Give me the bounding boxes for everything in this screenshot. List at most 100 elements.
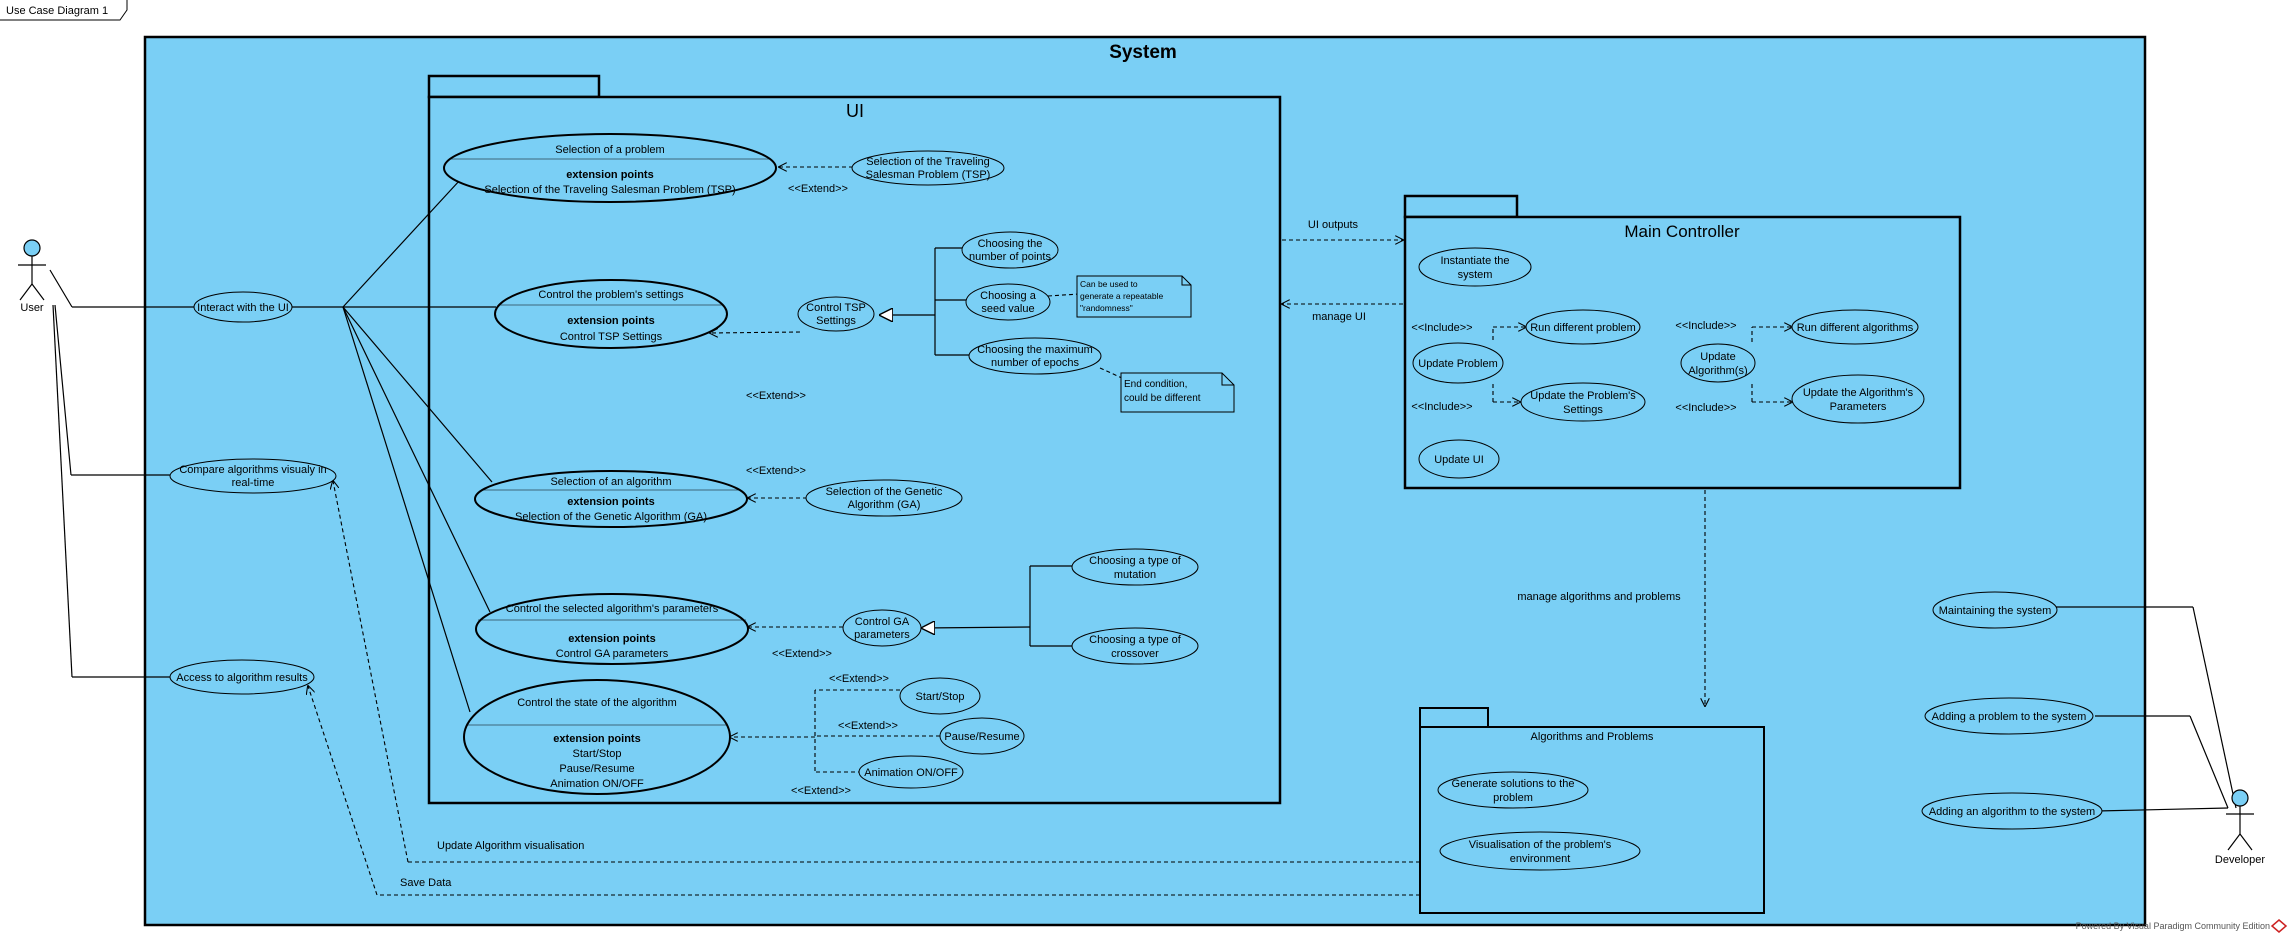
use-case-label: Selection of the Genetic	[826, 486, 943, 498]
use-case-label: Selection of an algorithm	[550, 476, 671, 488]
extend-label: <<Extend>>	[829, 673, 889, 685]
use-case-label: Control GA	[855, 616, 910, 628]
use-case-label: Choosing a type of	[1089, 555, 1182, 567]
use-case-update-ui[interactable]: Update UI	[1418, 439, 1500, 479]
main-controller-title: Main Controller	[1624, 222, 1740, 241]
use-case-label: Access to algorithm results	[176, 672, 308, 684]
use-case-label: Choosing a	[980, 290, 1037, 302]
manage-ui-label: manage UI	[1312, 311, 1366, 323]
use-case-visualisation[interactable]: Visualisation of the problem's environme…	[1439, 831, 1641, 871]
include-label: <<Include>>	[1411, 322, 1472, 334]
note-text: "randomness"	[1080, 303, 1133, 313]
use-case-label: Interact with the UI	[197, 302, 289, 314]
use-case-label: number of points	[969, 251, 1051, 263]
note-text: Can be used to	[1080, 279, 1138, 289]
use-case-add-algorithm[interactable]: Adding an algorithm to the system	[1921, 792, 2103, 830]
use-case-interact-ui[interactable]: Interact with the UI	[193, 291, 293, 323]
algorithms-problems-title: Algorithms and Problems	[1531, 731, 1654, 743]
use-case-crossover-type[interactable]: Choosing a type of crossover	[1071, 627, 1199, 665]
use-case-selection-ga[interactable]: Selection of the Genetic Algorithm (GA)	[805, 479, 963, 517]
use-case-label: problem	[1493, 792, 1533, 804]
use-case-label: seed value	[981, 303, 1034, 315]
use-case-selection-tsp[interactable]: Selection of the Traveling Salesman Prob…	[851, 150, 1005, 186]
extend-label: <<Extend>>	[788, 183, 848, 195]
extension-point: Start/Stop	[573, 748, 622, 760]
use-case-label: number of epochs	[991, 357, 1080, 369]
note-seed: Can be used to generate a repeatable "ra…	[1076, 275, 1192, 318]
use-case-label: Visualisation of the problem's	[1469, 839, 1612, 851]
use-case-pause-resume[interactable]: Pause/Resume	[939, 717, 1025, 755]
use-case-animation[interactable]: Animation ON/OFF	[858, 755, 964, 789]
use-case-label: Selection of the Traveling	[866, 156, 990, 168]
use-case-add-problem[interactable]: Adding a problem to the system	[1924, 697, 2094, 735]
use-case-update-problem[interactable]: Update Problem	[1412, 342, 1504, 384]
extension-point: Pause/Resume	[559, 763, 634, 775]
algorithms-problems-package: Algorithms and Problems	[1419, 707, 1765, 914]
use-case-generate-solutions[interactable]: Generate solutions to the problem	[1437, 771, 1589, 809]
use-case-access-results[interactable]: Access to algorithm results	[169, 659, 315, 695]
use-case-selection-problem[interactable]: Selection of a problem extension points …	[443, 133, 777, 203]
use-case-label: Choosing the	[978, 238, 1043, 250]
developer-actor-label: Developer	[2215, 854, 2265, 866]
extension-points-title: extension points	[566, 169, 653, 181]
use-case-label: Adding a problem to the system	[1932, 711, 2087, 723]
dependencies	[308, 167, 1792, 896]
note-epochs: End condition, could be different	[1120, 372, 1235, 413]
use-case-control-state[interactable]: Control the state of the algorithm exten…	[463, 679, 731, 795]
use-case-seed-value[interactable]: Choosing a seed value	[965, 283, 1051, 321]
developer-actor[interactable]	[2226, 789, 2254, 851]
use-case-label: Animation ON/OFF	[864, 767, 958, 779]
visual-paradigm-logo-icon	[2270, 919, 2288, 933]
use-case-start-stop[interactable]: Start/Stop	[899, 677, 981, 715]
use-case-control-problem-settings[interactable]: Control the problem's settings extension…	[494, 279, 728, 349]
use-case-control-tsp-settings[interactable]: Control TSP Settings	[797, 296, 875, 332]
use-case-label: Update the Problem's	[1530, 390, 1636, 402]
use-case-label: mutation	[1114, 569, 1156, 581]
use-case-update-algorithm-parameters[interactable]: Update the Algorithm's Parameters	[1791, 374, 1925, 424]
use-case-compare-algorithms[interactable]: Compare algorithms visualy in real-time	[169, 458, 337, 494]
use-case-label: Update	[1700, 351, 1735, 363]
use-case-label: Choosing the maximum	[977, 344, 1093, 356]
extension-points-title: extension points	[567, 496, 654, 508]
use-case-label: Control TSP	[806, 302, 866, 314]
use-case-label: Pause/Resume	[944, 731, 1019, 743]
generalizations	[880, 247, 1073, 647]
use-case-control-algorithm-parameters[interactable]: Control the selected algorithm's paramet…	[475, 593, 749, 665]
use-case-update-algorithms[interactable]: Update Algorithm(s)	[1680, 343, 1756, 383]
extend-label: <<Extend>>	[746, 390, 806, 402]
use-case-number-of-points[interactable]: Choosing the number of points	[961, 231, 1059, 269]
update-visualisation-label: Update Algorithm visualisation	[437, 840, 584, 852]
extend-label: <<Extend>>	[772, 648, 832, 660]
use-case-maintain-system[interactable]: Maintaining the system	[1932, 591, 2058, 629]
use-case-mutation-type[interactable]: Choosing a type of mutation	[1071, 548, 1199, 586]
use-case-label: Settings	[816, 315, 856, 327]
use-case-label: Control the selected algorithm's paramet…	[506, 603, 719, 615]
diagram-frame-tab: Use Case Diagram 1	[0, 0, 128, 21]
use-case-control-ga-parameters[interactable]: Control GA parameters	[842, 609, 922, 647]
extension-point: Animation ON/OFF	[550, 778, 644, 790]
user-actor[interactable]	[18, 239, 46, 301]
note-text: generate a repeatable	[1080, 291, 1163, 301]
use-case-label: Maintaining the system	[1939, 605, 2052, 617]
note-text: End condition,	[1124, 379, 1187, 390]
use-case-label: Start/Stop	[916, 691, 965, 703]
use-case-label: Run different problem	[1530, 322, 1636, 334]
use-case-run-problem[interactable]: Run different problem	[1525, 309, 1641, 345]
use-case-label: real-time	[232, 477, 275, 489]
extension-points-title: extension points	[567, 315, 654, 327]
use-case-selection-algorithm[interactable]: Selection of an algorithm extension poin…	[474, 470, 748, 528]
use-case-instantiate[interactable]: Instantiate the system	[1418, 247, 1532, 287]
extension-points-title: extension points	[568, 633, 655, 645]
use-case-max-epochs[interactable]: Choosing the maximum number of epochs	[968, 337, 1102, 375]
use-case-label: crossover	[1111, 648, 1159, 660]
extend-label: <<Extend>>	[746, 465, 806, 477]
use-case-label: Settings	[1563, 404, 1603, 416]
ui-package-title: UI	[846, 101, 864, 121]
use-case-update-problem-settings[interactable]: Update the Problem's Settings	[1520, 382, 1646, 422]
use-case-run-algorithms[interactable]: Run different algorithms	[1791, 309, 1919, 345]
use-case-label: parameters	[854, 629, 910, 641]
associations	[49, 179, 2237, 812]
use-case-label: Control the problem's settings	[538, 289, 684, 301]
use-case-label: Choosing a type of	[1089, 634, 1182, 646]
